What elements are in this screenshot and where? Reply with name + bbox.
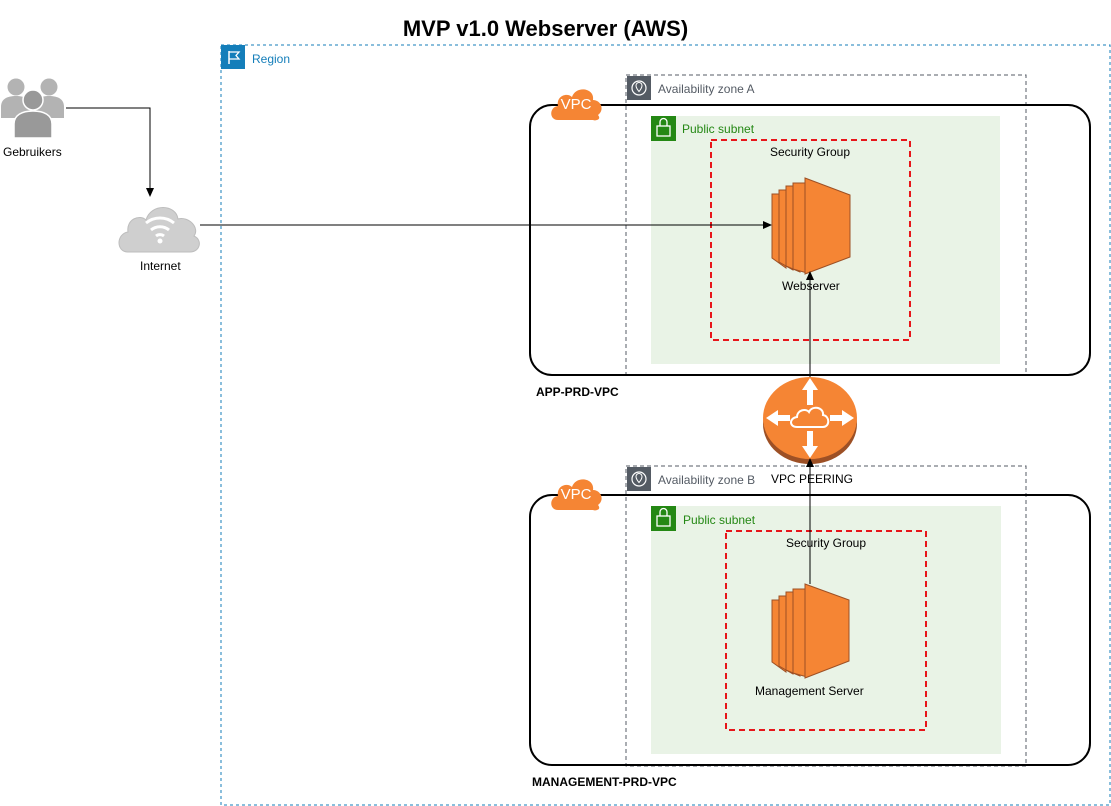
vpc-badge-icon-a [551,89,602,121]
webserver-ec2-icon [771,177,851,275]
vpc-badge-text-a: VPC [560,96,592,113]
region-flag-icon [221,45,245,69]
public-subnet-b-label: Public subnet [683,513,756,527]
app-vpc-name: APP-PRD-VPC [536,385,619,399]
vpc-badge-text-b: VPC [560,486,592,503]
users-label: Gebruikers [3,145,62,159]
availability-zone-a-label: Availability zone A [658,82,755,96]
diagram-title: MVP v1.0 Webserver (AWS) [402,16,689,41]
management-server-label: Management Server [755,684,864,698]
vpc-peering-label: VPC PEERING [771,472,854,486]
region-boundary [220,44,1111,806]
subnet-lock-icon-b [651,506,676,531]
public-subnet-a-label: Public subnet [682,122,755,136]
vpc-badge-icon-b [551,479,602,511]
connector-users-to-internet [66,107,154,197]
webserver-label: Webserver [782,279,840,293]
security-group-a-label: Security Group [770,145,851,159]
management-server-ec2-icon [771,583,850,679]
internet-cloud-icon [118,207,200,253]
internet-label: Internet [140,259,181,273]
availability-zone-a-icon [627,76,651,100]
mgmt-vpc-name: MANAGEMENT-PRD-VPC [532,775,677,789]
subnet-lock-icon-a [651,116,676,141]
availability-zone-b-label: Availability zone B [658,473,756,487]
region-label: Region [252,52,291,66]
security-group-b [725,530,927,731]
availability-zone-b-icon [627,467,651,491]
vpc-peering-icon [763,377,857,464]
security-group-b-label: Security Group [786,536,867,550]
users-icon [1,78,64,139]
